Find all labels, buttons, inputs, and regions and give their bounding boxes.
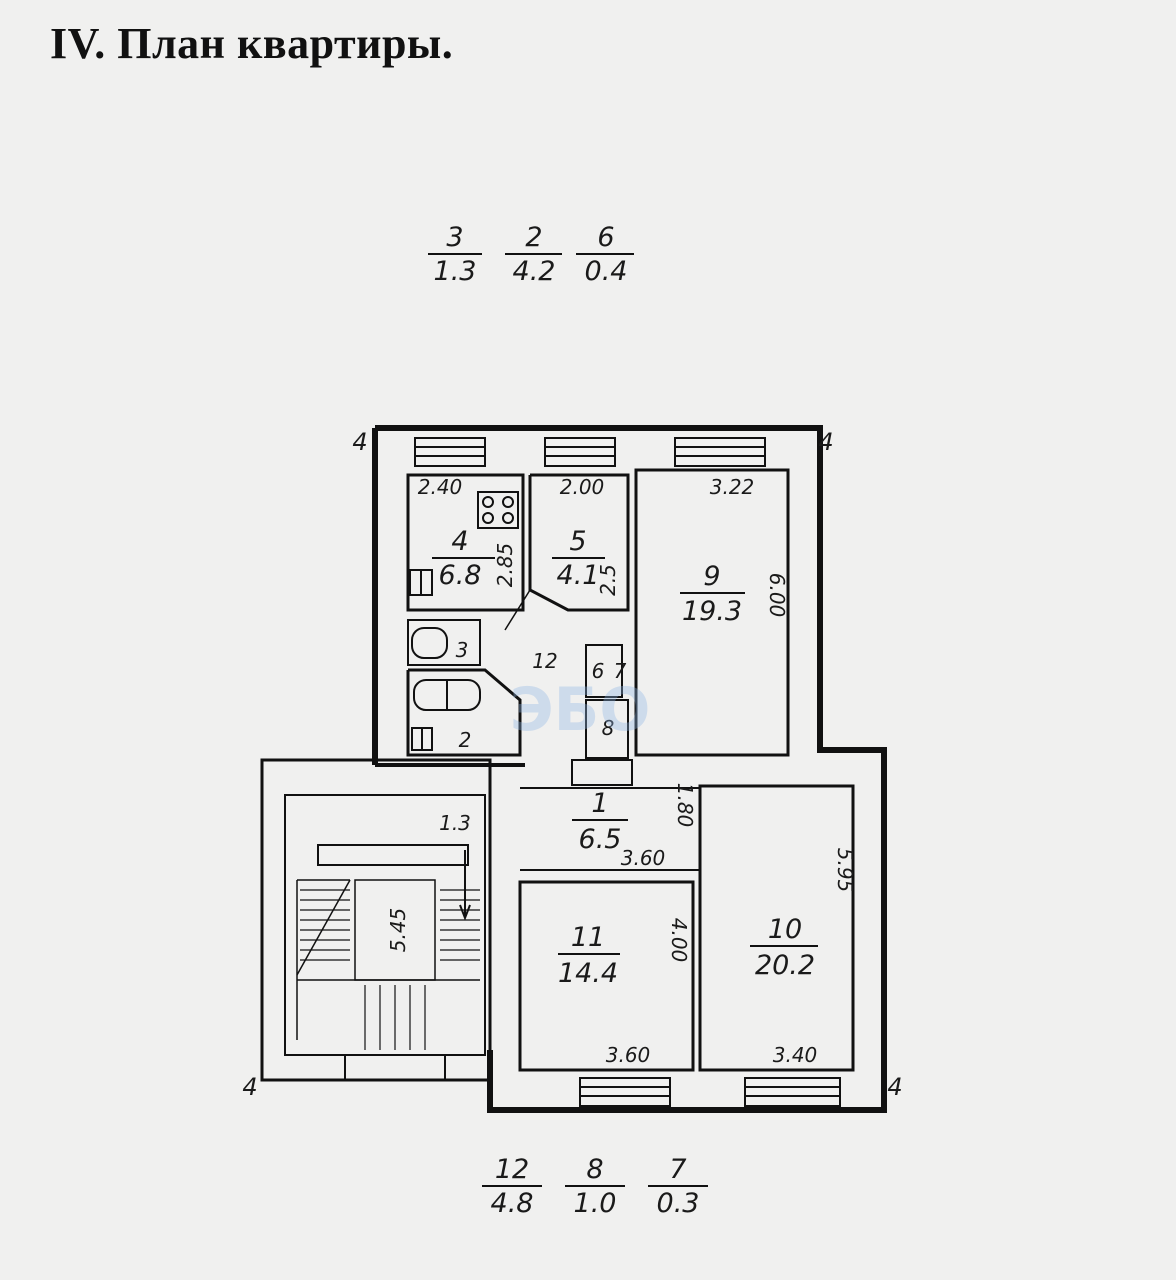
- room11-area: 14.4: [558, 958, 618, 989]
- room9-side-dim: 6.00: [765, 573, 789, 618]
- fraction-area: 4.8: [491, 1188, 534, 1219]
- kitchen-top-dim: 2.40: [418, 475, 463, 499]
- fraction-number: 6: [597, 222, 614, 253]
- fixtures: [409, 491, 531, 751]
- small-room-labels: 3 2 6 7 8 12: [456, 638, 627, 752]
- closet6-number: 6: [592, 659, 605, 683]
- closet8-outline: [585, 699, 629, 759]
- corridor-side-dim: 1.80: [673, 783, 697, 828]
- room5-labels: 2.00 5 4.1 2.5: [552, 475, 620, 596]
- stair-dim-top: 1.3: [439, 811, 471, 835]
- fraction-area: 1.3: [434, 256, 477, 287]
- top-fraction-2: 2 4.2: [505, 222, 562, 287]
- room5-area: 4.1: [557, 560, 600, 591]
- fraction-area: 4.2: [513, 256, 556, 287]
- stairwell: [260, 758, 492, 1082]
- bottom-fraction-7: 7 0.3: [648, 1154, 708, 1219]
- room10-bottom-dim: 3.40: [773, 1043, 818, 1067]
- stair-steps: [300, 889, 480, 1050]
- kitchen-outline: [406, 473, 525, 612]
- toilet-icon: [411, 627, 448, 659]
- room11-labels: 11 14.4 4.00 3.60: [558, 918, 691, 1067]
- room11-number: 11: [571, 922, 605, 953]
- room5-top-dim: 2.00: [560, 475, 605, 499]
- bath3-number: 3: [456, 638, 469, 662]
- fraction-number: 12: [495, 1154, 529, 1185]
- fraction-area: 0.3: [657, 1188, 700, 1219]
- axis-mark: 4: [352, 428, 367, 456]
- outer-walls: [372, 425, 887, 1113]
- room5-side-dim: 2.5: [596, 564, 620, 596]
- bath2-number: 2: [459, 728, 472, 752]
- room11-outline: [518, 880, 695, 1072]
- closet8-number: 8: [602, 716, 615, 740]
- axis-mark: 4: [242, 1073, 257, 1101]
- room10-labels: 10 20.2 5.95 3.40: [750, 848, 857, 1067]
- fraction-number: 2: [525, 222, 542, 253]
- kitchen-number: 4: [451, 526, 468, 557]
- interior-walls: [406, 468, 855, 1072]
- bath3-outline: [407, 619, 481, 666]
- fraction-number: 3: [446, 222, 463, 253]
- room5-outline: [528, 473, 630, 612]
- corridor-area: 6.5: [579, 824, 622, 855]
- corridor-number: 1: [591, 788, 608, 819]
- closet7-number: 7: [614, 659, 627, 683]
- stove-icon: [477, 491, 519, 529]
- watermark-logo: ЭБО: [510, 675, 651, 745]
- room11-bottom-dim: 3.60: [606, 1043, 651, 1067]
- kitchen-labels: 2.40 4 6.8 2.85: [418, 475, 517, 591]
- corridor-labels: 1 6.5 3.60 1.80: [572, 783, 697, 870]
- top-fraction-3: 3 1.3: [428, 222, 482, 287]
- corridor-bottom-dim: 3.60: [621, 846, 666, 870]
- hall12-number: 12: [532, 649, 557, 673]
- room9-area: 19.3: [682, 596, 742, 627]
- room9-top-dim: 3.22: [710, 475, 755, 499]
- fraction-number: 8: [586, 1154, 603, 1185]
- fraction-number: 7: [669, 1154, 686, 1185]
- axis-mark: 4: [887, 1073, 902, 1101]
- room10-side-dim: 5.95: [833, 848, 857, 893]
- room10-area: 20.2: [755, 950, 815, 981]
- room9-labels: 3.22 9 19.3 6.00: [680, 475, 789, 627]
- room5-number: 5: [569, 526, 586, 557]
- page-title: IV. План квартиры.: [50, 19, 454, 68]
- bottom-fraction-8: 8 1.0: [565, 1154, 625, 1219]
- bottom-fraction-12: 12 4.8: [482, 1154, 542, 1219]
- axis-mark: 4: [818, 428, 833, 456]
- kitchen-area: 6.8: [439, 560, 482, 591]
- kitchen-side-dim: 2.85: [493, 543, 517, 588]
- fraction-area: 1.0: [574, 1188, 617, 1219]
- room9-outline: [634, 468, 790, 757]
- room9-number: 9: [703, 561, 720, 592]
- top-fraction-6: 6 0.4: [576, 222, 634, 287]
- bath2-outline: [406, 668, 522, 757]
- room11-side-dim: 4.00: [667, 918, 691, 963]
- fraction-area: 0.4: [585, 256, 628, 287]
- stair-dim-side: 5.45: [386, 908, 410, 953]
- room10-number: 10: [768, 914, 802, 945]
- closet6-outline: [585, 644, 623, 698]
- room10-outline: [698, 784, 855, 1072]
- windows: [414, 437, 841, 1107]
- axis-marks: 4 4 4 4: [242, 428, 902, 1101]
